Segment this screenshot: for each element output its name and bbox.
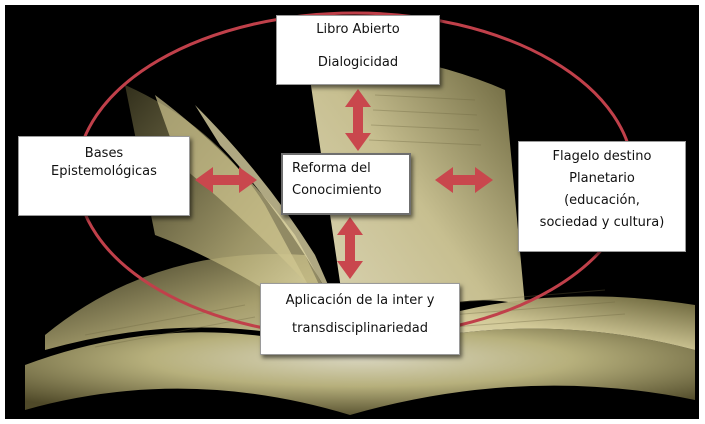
- node-label: Epistemológicas: [51, 164, 157, 179]
- node-label: Conocimiento: [292, 183, 382, 198]
- book-base: [25, 328, 695, 415]
- node-label: Flagelo destino: [552, 149, 652, 164]
- arrow-top-center: [345, 89, 371, 151]
- book-right-pages: [350, 296, 695, 355]
- node-libro-abierto: Libro Abierto Dialogicidad: [276, 15, 440, 85]
- node-label: transdisciplinariedad: [292, 321, 428, 336]
- node-label: Aplicación de la inter y: [285, 293, 435, 308]
- node-label: (educación,: [564, 193, 640, 208]
- node-label: Bases: [84, 146, 124, 161]
- node-flagelo-destino-planetario: Flagelo destino Planetario (educación, s…: [518, 141, 686, 252]
- arrow-center-right: [435, 167, 493, 193]
- node-aplicacion-inter-transdisciplinariedad: Aplicación de la inter y transdisciplina…: [260, 283, 460, 355]
- node-label: Libro Abierto: [316, 22, 400, 37]
- book-fan-page: [155, 95, 345, 325]
- node-label: Reforma del: [292, 161, 371, 176]
- arrows: [195, 89, 493, 279]
- page-text-lines: [84, 94, 626, 348]
- book-fan-page: [195, 105, 350, 335]
- node-label: sociedad y cultura): [539, 215, 665, 230]
- node-bases-epistemologicas: Bases Epistemológicas: [18, 136, 190, 216]
- node-label: Planetario: [569, 171, 635, 186]
- arrow-left-center: [195, 167, 257, 193]
- node-reforma-del-conocimiento: Reforma del Conocimiento: [281, 153, 411, 215]
- node-label: Dialogicidad: [317, 55, 399, 70]
- arrow-center-bottom: [337, 217, 363, 279]
